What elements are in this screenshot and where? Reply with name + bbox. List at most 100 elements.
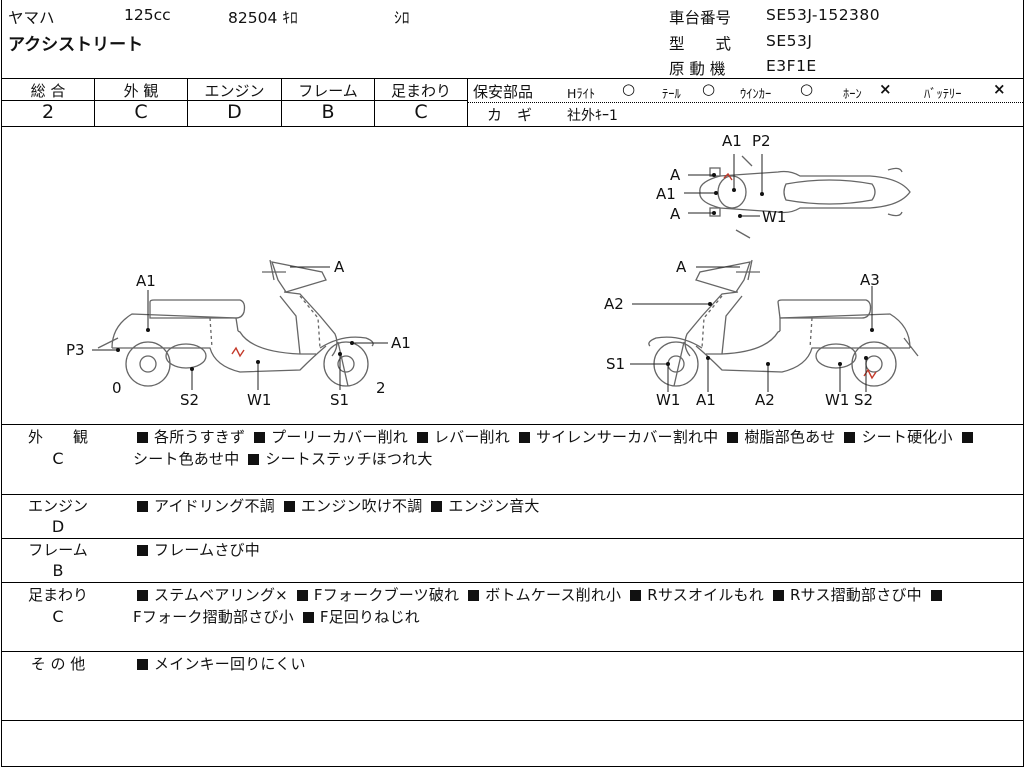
divider bbox=[1, 720, 1023, 721]
bullet-square-icon bbox=[518, 431, 530, 443]
bullet-square-icon bbox=[296, 589, 308, 601]
safety-taillight: ﾃｰﾙ bbox=[662, 86, 681, 101]
bullet-square-icon bbox=[431, 500, 443, 512]
bullet-square-icon bbox=[727, 431, 739, 443]
diagram-label: S1 bbox=[606, 355, 625, 373]
remark-item: シート色あせ中 bbox=[133, 450, 240, 468]
bullet-square-icon bbox=[961, 431, 973, 443]
remark-item: 樹脂部色あせ bbox=[744, 428, 836, 446]
remark-item: Fフォークブーツ破れ bbox=[313, 586, 460, 604]
diagram-label: 2 bbox=[376, 379, 386, 397]
diagram-label: S2 bbox=[180, 391, 199, 409]
remark-item: エンジン吹け不調 bbox=[300, 497, 423, 515]
remark-item: フレームさび中 bbox=[154, 541, 260, 559]
section-grade-engine: D bbox=[51, 517, 65, 536]
safety-headlight-mark: ○ bbox=[622, 80, 636, 98]
diagram-label: W1 bbox=[762, 208, 786, 226]
remark-item: F足回りねじれ bbox=[319, 608, 420, 626]
divider bbox=[1, 126, 1023, 127]
divider bbox=[374, 78, 375, 126]
bullet-square-icon bbox=[254, 431, 266, 443]
engine-label: 原 動 機 bbox=[669, 60, 726, 78]
diagram-label: A bbox=[334, 258, 345, 276]
grade-label-overall: 総 合 bbox=[30, 82, 66, 100]
section-label-other: そ の 他 bbox=[30, 655, 86, 673]
damage-diagram: A1 A A1 P3 0 S2 W1 S1 2 A A3 A2 S1 W1 A1… bbox=[66, 132, 919, 409]
damage-mark bbox=[231, 346, 245, 358]
damage-mark bbox=[723, 172, 733, 181]
safety-winker-mark: ○ bbox=[800, 80, 814, 98]
remark-item: プーリーカバー削れ bbox=[271, 428, 408, 446]
bullet-square-icon bbox=[137, 589, 148, 601]
key-value: 社外ｷｰ1 bbox=[567, 108, 618, 124]
diagram-label: W1 bbox=[825, 391, 849, 409]
diagram-label: A bbox=[676, 258, 687, 276]
diagram-label: A bbox=[670, 166, 681, 184]
remark-item: レバー削れ bbox=[433, 428, 510, 446]
grade-value-suspension: C bbox=[414, 101, 428, 123]
safety-label: 保安部品 bbox=[473, 83, 534, 101]
section-label-suspension: 足まわり bbox=[27, 586, 88, 604]
bullet-square-icon bbox=[468, 589, 480, 601]
remark-item: ボトムケース削れ小 bbox=[485, 586, 622, 604]
safety-horn: ﾎｰﾝ bbox=[843, 86, 862, 101]
safety-horn-mark: × bbox=[879, 80, 892, 98]
section-label-frame: フレーム bbox=[28, 541, 88, 559]
safety-battery-mark: × bbox=[993, 80, 1006, 98]
diagram-label: S1 bbox=[330, 391, 349, 409]
remark-item: Fフォーク摺動部さび小 bbox=[133, 608, 294, 626]
section-grade-frame: B bbox=[52, 561, 64, 580]
remark-item: ステムベアリング× bbox=[154, 586, 288, 604]
diagram-label: A2 bbox=[755, 391, 775, 409]
divider bbox=[1, 538, 1023, 539]
remark-item: Rサス摺動部さび中 bbox=[789, 586, 922, 604]
remark-item: アイドリング不調 bbox=[154, 497, 275, 515]
bullet-square-icon bbox=[630, 589, 642, 601]
diagram-label: A bbox=[670, 205, 681, 223]
bullet-square-icon bbox=[930, 589, 942, 601]
bullet-square-icon bbox=[137, 500, 148, 512]
remark-item: エンジン音大 bbox=[448, 497, 540, 515]
divider bbox=[1, 494, 1023, 495]
remark-item: シートステッチほつれ大 bbox=[265, 450, 433, 468]
divider bbox=[1, 651, 1023, 652]
engine-value: E3F1E bbox=[766, 57, 817, 75]
divider bbox=[1, 582, 1023, 583]
safety-headlight: Hﾗｲﾄ bbox=[567, 86, 596, 101]
type-label: 型 式 bbox=[669, 35, 732, 53]
scooter-right-view bbox=[648, 259, 919, 387]
diagram-label: A1 bbox=[696, 391, 716, 409]
diagram-label: A1 bbox=[722, 132, 742, 150]
divider bbox=[94, 78, 95, 126]
chassis-value: SE53J-152380 bbox=[766, 6, 881, 24]
bullet-square-icon bbox=[416, 431, 428, 443]
remark-item: シート硬化小 bbox=[861, 428, 953, 446]
grade-label-frame: フレーム bbox=[298, 82, 358, 100]
color-text: ｼﾛ bbox=[394, 9, 410, 27]
diagram-label: P3 bbox=[66, 341, 85, 359]
grade-label-exterior: 外 観 bbox=[123, 82, 159, 100]
diagram-label: P2 bbox=[752, 132, 771, 150]
safety-battery: ﾊﾞｯﾃﾘｰ bbox=[924, 86, 962, 101]
section-label-engine: エンジン bbox=[27, 497, 88, 515]
remark-item: メインキー回りにくい bbox=[154, 655, 306, 673]
section-label-exterior: 外 観 bbox=[27, 428, 88, 446]
diagram-label: A1 bbox=[656, 185, 676, 203]
scooter-left-view bbox=[97, 259, 374, 387]
diagram-label: A2 bbox=[604, 295, 624, 313]
diagram-label: 0 bbox=[112, 379, 122, 397]
remark-item: 各所うすきず bbox=[154, 428, 246, 446]
grade-value-engine: D bbox=[227, 101, 242, 123]
bullet-square-icon bbox=[283, 500, 295, 512]
bullet-square-icon bbox=[137, 544, 148, 556]
section-text-engine: アイドリング不調 エンジン吹け不調 エンジン音大 bbox=[133, 495, 1018, 517]
divider bbox=[467, 78, 468, 126]
section-text-frame: フレームさび中 bbox=[133, 539, 1018, 561]
diagram-label: A1 bbox=[136, 272, 156, 290]
diagram-label: W1 bbox=[247, 391, 271, 409]
bullet-square-icon bbox=[137, 431, 148, 443]
safety-winker: ｳｲﾝｶｰ bbox=[740, 86, 772, 101]
bullet-square-icon bbox=[844, 431, 856, 443]
grade-value-frame: B bbox=[321, 101, 335, 123]
safety-taillight-mark: ○ bbox=[702, 80, 716, 98]
